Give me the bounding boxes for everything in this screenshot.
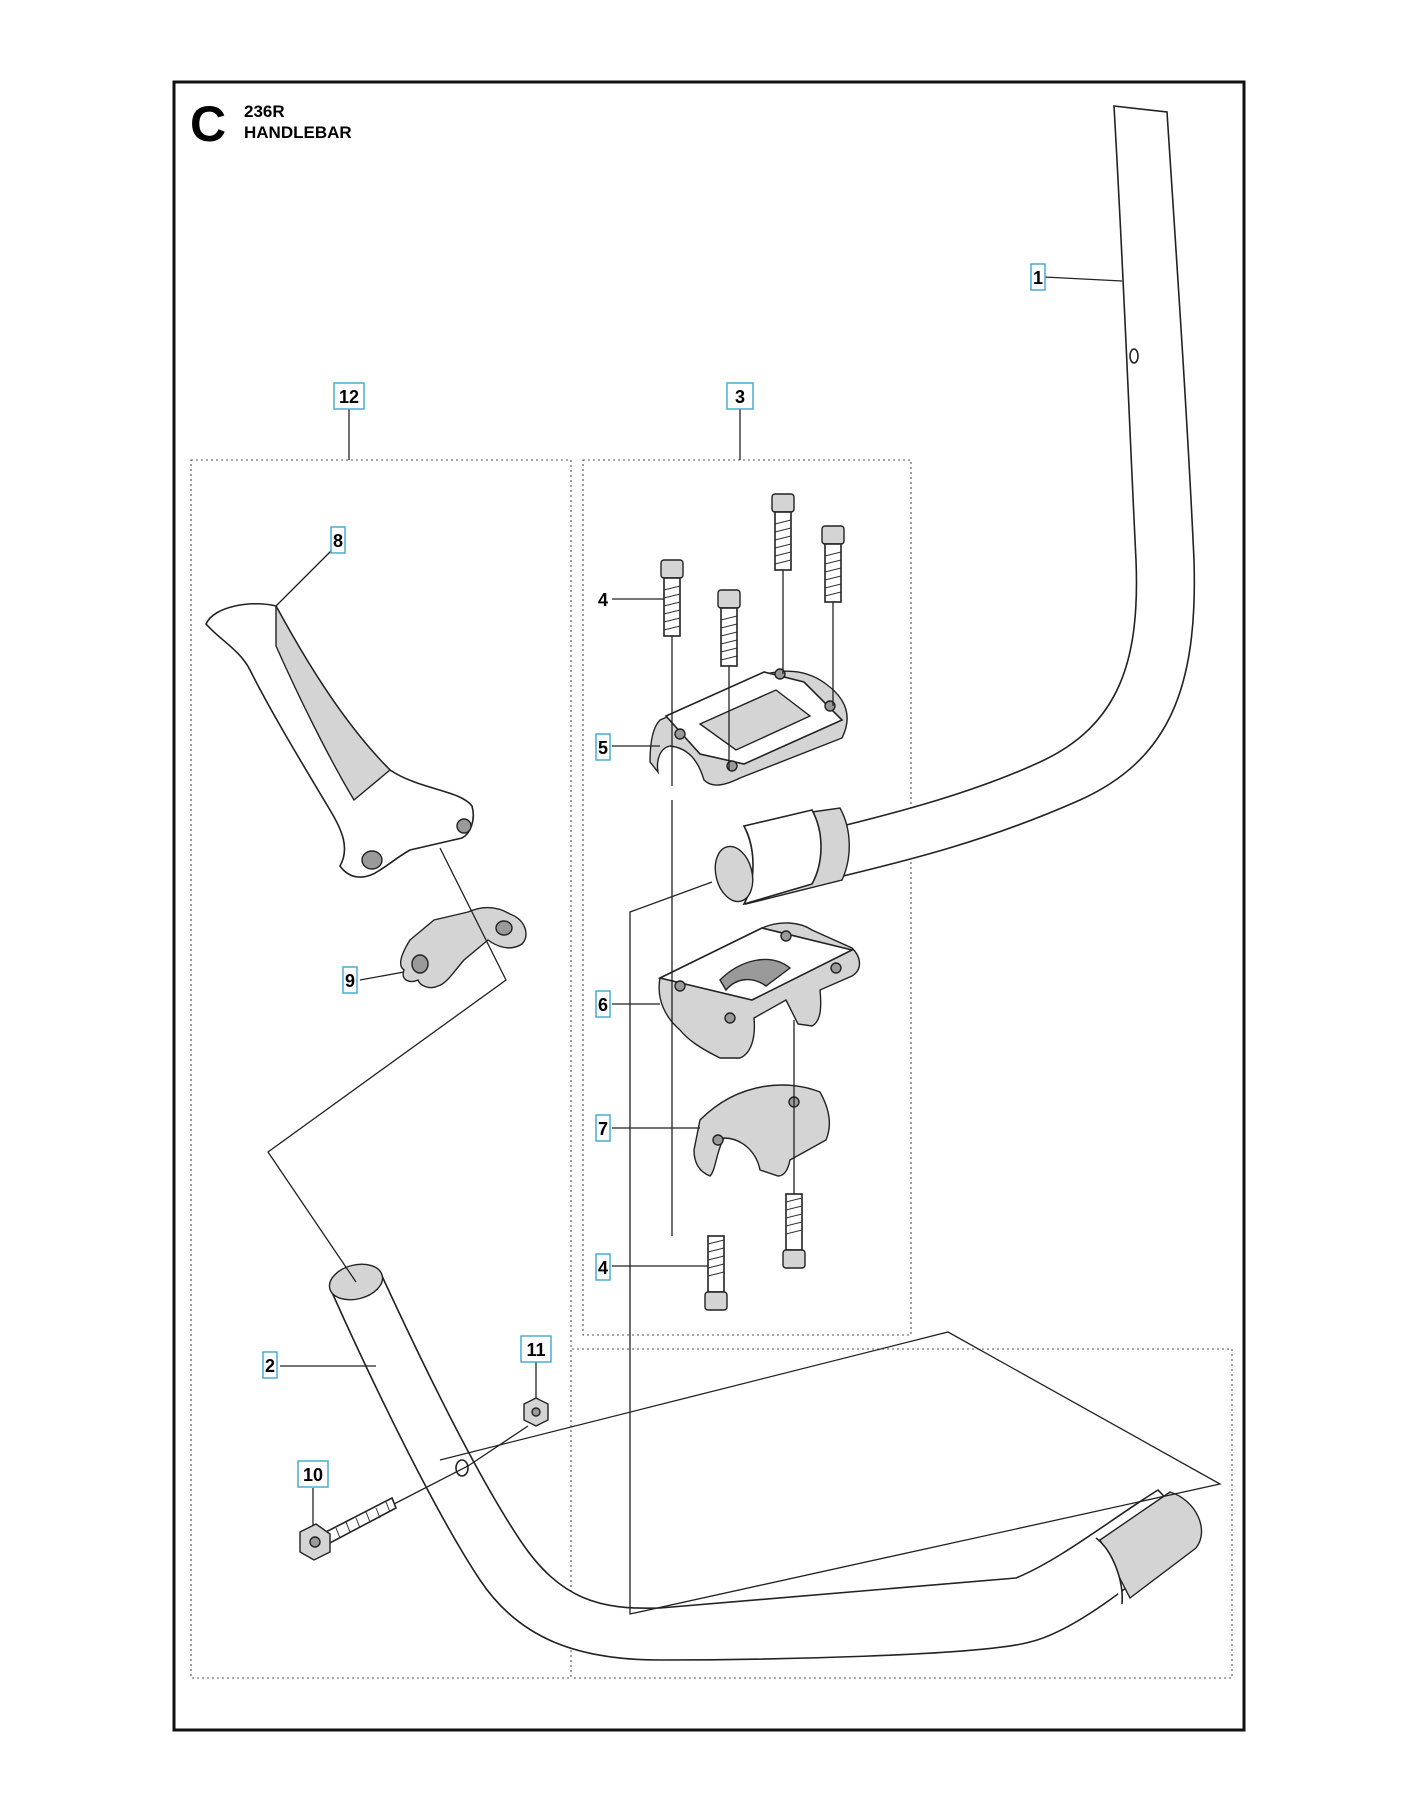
group-box-12 <box>190 459 572 1679</box>
svg-text:11: 11 <box>526 1340 545 1360</box>
part-6-bolt-hole-d <box>830 962 842 974</box>
part-8-grip-hole-2 <box>456 818 472 834</box>
svg-text:2: 2 <box>265 1356 275 1376</box>
callout-11[interactable]: 11 <box>520 1335 552 1363</box>
axis-bolt <box>393 1425 529 1505</box>
callout-5[interactable]: 5 <box>595 733 611 761</box>
part-6-bolt-hole-c <box>780 930 792 942</box>
svg-text:1: 1 <box>1033 268 1043 288</box>
part-1-upper-tube <box>825 105 1196 879</box>
part-9-clamp <box>399 906 527 989</box>
part-5-bolt-hole-a <box>674 728 686 740</box>
part-6-bolt-hole-b <box>724 1012 736 1024</box>
part-6-clamp-cradle <box>719 958 792 992</box>
svg-text:9: 9 <box>345 971 355 991</box>
group-box-3 <box>582 459 912 1336</box>
leader-8 <box>275 549 333 607</box>
part-9-clamp-hole-2 <box>495 920 513 936</box>
part-5-clamp-groove <box>698 689 812 751</box>
svg-text:3: 3 <box>735 387 745 407</box>
group-box-lower <box>572 1348 1233 1679</box>
svg-text:5: 5 <box>598 738 608 758</box>
part-11-nut-hole <box>531 1407 541 1417</box>
callout-1[interactable]: 1 <box>1030 263 1046 291</box>
callout-4-lower[interactable]: 4 <box>595 1253 611 1281</box>
part-4-screw-upper-1 <box>660 559 684 637</box>
svg-text:6: 6 <box>598 995 608 1015</box>
callout-6[interactable]: 6 <box>595 990 611 1018</box>
part-7-bolt-hole-a <box>712 1134 724 1146</box>
svg-text:8: 8 <box>333 531 343 551</box>
part-8-grip-hole <box>361 850 383 870</box>
part-4-screw-upper-3 <box>771 493 795 571</box>
axis-tube1 <box>439 881 1222 1615</box>
part-2-bolt-hole <box>455 1459 469 1477</box>
part-4-screw-upper-4 <box>821 525 845 603</box>
part-6-bolt-hole-a <box>674 980 686 992</box>
callout-3[interactable]: 3 <box>726 382 754 410</box>
svg-text:12: 12 <box>339 387 359 407</box>
part-1-hole <box>1129 348 1139 364</box>
leader-9 <box>359 971 405 981</box>
callout-9[interactable]: 9 <box>342 966 358 994</box>
part-4-screw-lower-2 <box>782 1193 806 1269</box>
callout-2[interactable]: 2 <box>262 1351 278 1379</box>
part-2-grip-band <box>1095 1537 1123 1605</box>
section-letter: C <box>190 96 226 152</box>
part-8-grip-contour <box>275 605 392 802</box>
svg-text:4: 4 <box>598 590 608 610</box>
part-9-clamp-hole <box>411 954 429 974</box>
part-2-lower-tube <box>328 1275 1198 1661</box>
part-7-saddle-clamp <box>693 1084 831 1177</box>
svg-text:10: 10 <box>303 1465 323 1485</box>
axis-handle <box>267 847 507 1283</box>
part-1-tube-end <box>742 809 822 906</box>
svg-text:4: 4 <box>598 1258 608 1278</box>
part-4-screw-lower-1 <box>704 1235 728 1311</box>
part-4-screw-upper-2 <box>717 589 741 667</box>
diagram-title: HANDLEBAR <box>244 123 352 142</box>
callout-12[interactable]: 12 <box>333 382 365 410</box>
leader-1 <box>1043 276 1123 282</box>
callout-10[interactable]: 10 <box>297 1460 329 1488</box>
part-10-bolt <box>299 1496 398 1561</box>
callout-4-upper[interactable]: 4 <box>598 590 608 610</box>
callout-8[interactable]: 8 <box>330 526 346 554</box>
part-1-tube-opening <box>714 845 754 903</box>
callout-7[interactable]: 7 <box>595 1114 611 1142</box>
diagram-frame <box>172 80 1246 1732</box>
model-number: 236R <box>244 102 285 121</box>
svg-text:7: 7 <box>598 1119 608 1139</box>
